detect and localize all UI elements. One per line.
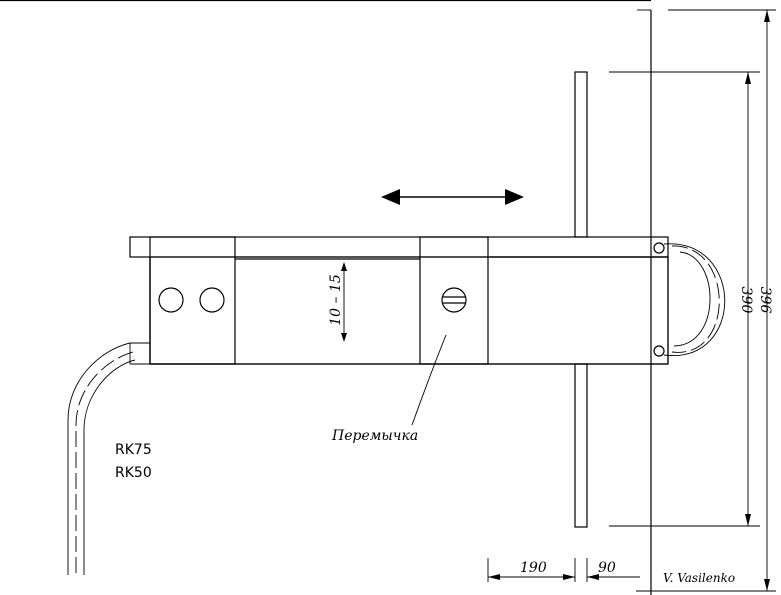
cable-type-label-1: RK75	[115, 442, 152, 458]
jumper-leader-line	[411, 334, 447, 426]
slide-direction-arrow	[381, 189, 524, 205]
left-clamp	[149, 236, 236, 365]
dimension-90-text: 90	[598, 560, 616, 576]
cable-type-label-2: RK50	[115, 465, 152, 481]
dimension-396-text: 396	[757, 287, 773, 314]
right-frame	[609, 9, 776, 595]
gap-dimension-text: 10 – 15	[328, 274, 344, 326]
mount-hole-icon	[158, 287, 184, 313]
dipole-element	[574, 71, 588, 528]
dimension-396: 396	[757, 10, 773, 591]
dimension-190-text: 190	[520, 560, 547, 576]
coax-loop	[663, 243, 726, 356]
sliding-jumper	[419, 236, 489, 365]
bottom-dimensions: 190 90	[487, 558, 640, 582]
jumper-label: Перемычка	[331, 428, 418, 444]
mount-hole-icon	[199, 287, 225, 313]
author-signature: V. Vasilenko	[663, 571, 735, 585]
boom	[129, 236, 669, 365]
end-hole-top-icon	[653, 242, 665, 254]
dimension-390: 390	[738, 72, 754, 526]
screw-icon	[441, 287, 467, 313]
dimension-390-text: 390	[738, 287, 754, 314]
end-hole-bottom-icon	[653, 345, 665, 357]
gap-dimension: 10 – 15	[328, 262, 347, 342]
feed-cable	[67, 342, 136, 575]
